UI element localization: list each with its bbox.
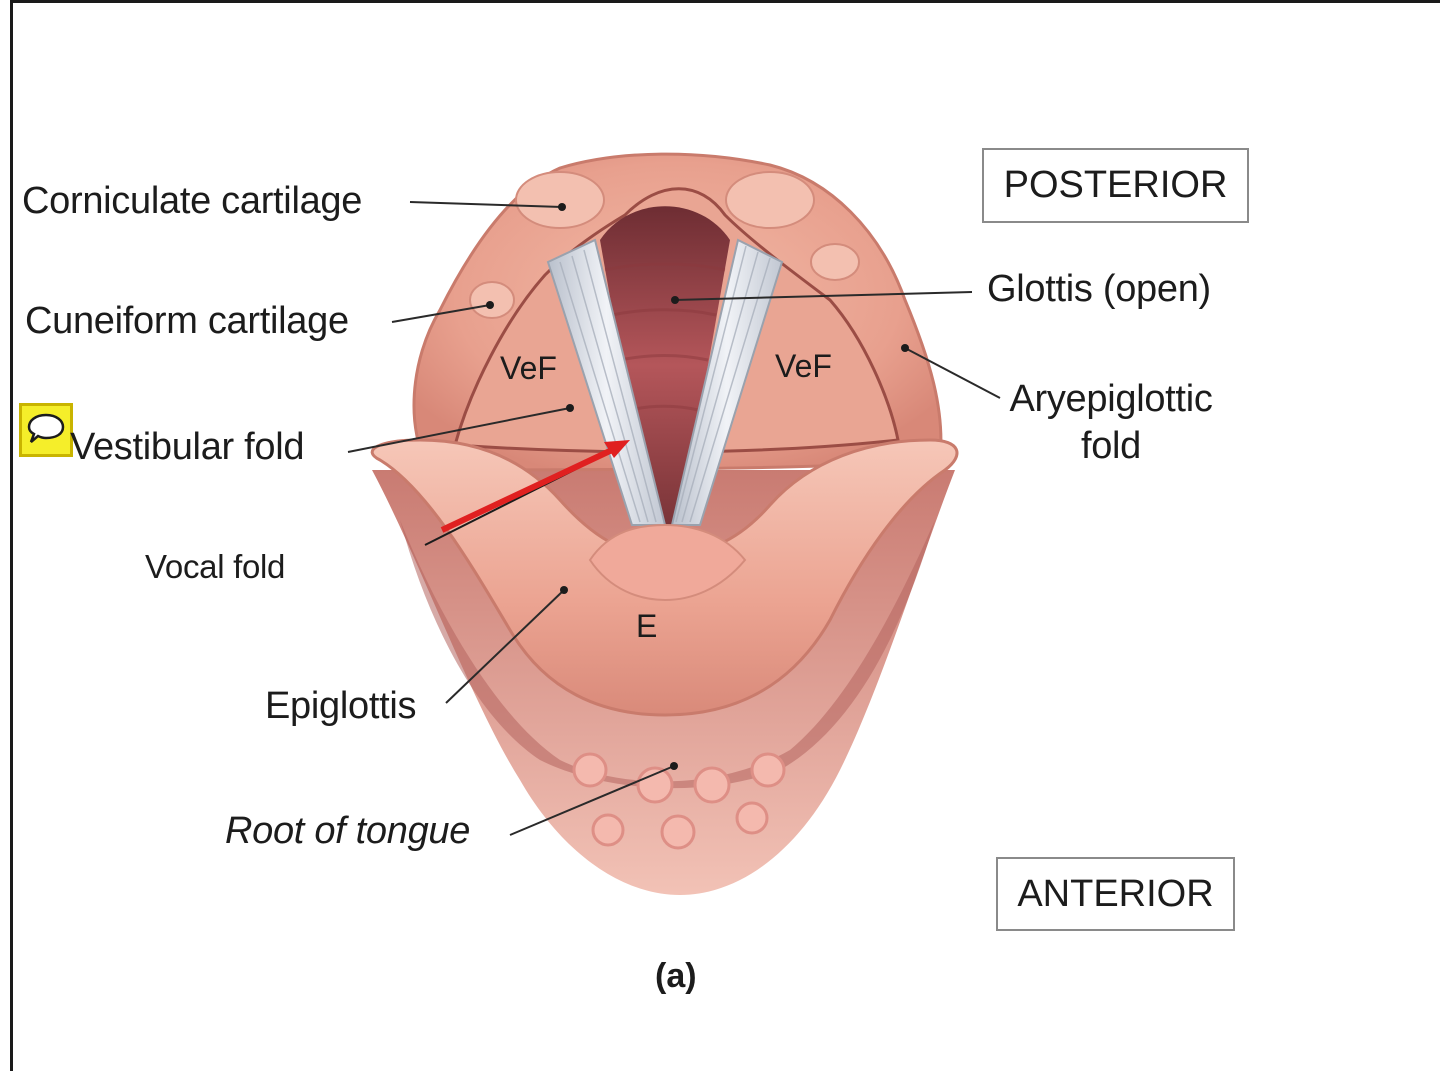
label-aryepiglottic-line2: fold — [1080, 425, 1142, 467]
label-epiglottis: Epiglottis — [265, 685, 417, 727]
label-aryepiglottic-line1: Aryepiglottic — [1009, 378, 1213, 420]
vocal-fold-red-arrow — [424, 440, 630, 546]
cartilage-bumps — [469, 171, 860, 319]
label-glottis: Glottis (open) — [987, 268, 1211, 310]
leader-dots — [486, 203, 909, 770]
epiglottic-tubercle — [588, 523, 747, 602]
anterior-box: ANTERIOR — [996, 857, 1235, 931]
label-vef-left: VeF — [500, 350, 557, 386]
posterior-box: POSTERIOR — [982, 148, 1249, 223]
label-vef-right: VeF — [775, 348, 832, 384]
glottis-opening — [600, 206, 730, 525]
figure-frame — [10, 0, 1440, 1071]
label-e: E — [636, 608, 658, 644]
figure-caption: (a) — [655, 957, 697, 995]
label-root-of-tongue: Root of tongue — [225, 810, 471, 852]
comment-icon[interactable] — [19, 403, 73, 457]
label-corniculate-cartilage: Corniculate cartilage — [22, 180, 363, 222]
label-vocal-fold: Vocal fold — [145, 548, 286, 585]
label-vestibular-fold: Vestibular fold — [70, 426, 305, 468]
speech-bubble-icon — [27, 413, 65, 443]
leader-lines — [347, 201, 1001, 836]
label-cuneiform-cartilage: Cuneiform cartilage — [25, 300, 349, 342]
